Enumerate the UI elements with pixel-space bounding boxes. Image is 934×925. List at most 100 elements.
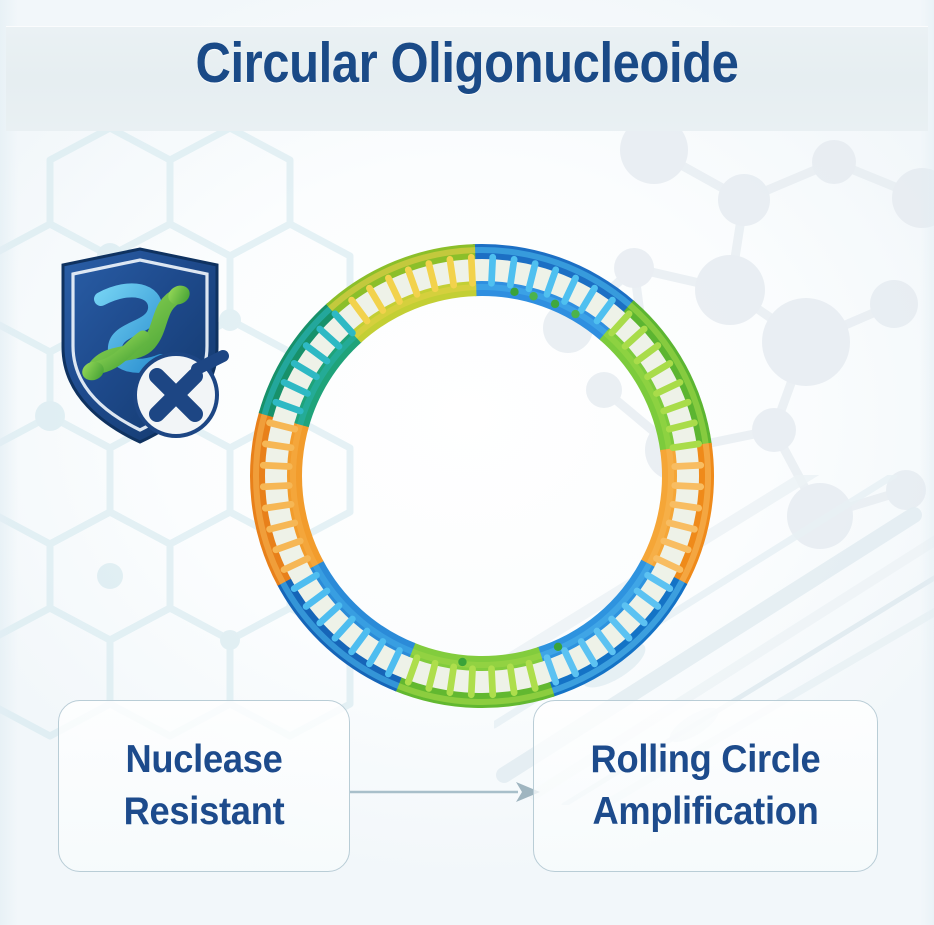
base-pair-rung [385,274,403,305]
outer-strand-highlight [627,302,709,446]
base-pair-rung [621,602,648,627]
base-pair-rung [593,296,616,325]
base-pair-rung [280,555,311,573]
base-pair-rung [561,647,579,678]
outer-strand [249,411,291,586]
base-pair-rung [660,537,692,554]
inner-strand [536,559,655,662]
inner-strand [309,559,416,658]
base-pair-rung [331,615,356,642]
base-pair-rung [259,461,293,470]
callout-line: Amplification [592,790,819,833]
inner-strand-highlight [538,562,652,659]
base-pair-rung [633,587,662,610]
inner-strand-highlight [474,284,609,337]
base-pair-rung [506,256,518,289]
base-pair-rung [653,379,684,397]
base-pair-rung [262,500,295,512]
inner-strand-highlight [352,284,477,339]
outer-strand-highlight [252,411,286,585]
base-pair-rung [561,274,579,305]
base-pair-rung [385,647,403,678]
base-pair-rung [665,419,698,433]
base-pair-rung [425,260,439,293]
base-pair-rung [644,360,674,381]
base-pair-rung [593,627,616,656]
base-pair-rung [506,663,518,696]
ring-accent-dot [458,657,467,667]
outer-strand-highlight [678,443,711,585]
dna-nodes-icon [82,285,190,381]
inner-strand-highlight [409,648,543,668]
ring-segment-green [599,300,712,452]
base-pair-rung [404,266,421,298]
nuclease-blocked-badge-icon [133,350,229,438]
circular-dna-ring [232,226,732,726]
inner-strand [640,448,677,569]
page-title: Circular Oligonucleoide [195,31,739,95]
nuclease-resistant-callout[interactable]: Nuclease Resistant [58,700,350,872]
base-pair-rung [272,537,304,554]
base-pair-rung [331,310,356,337]
inner-strand-highlight [645,448,674,567]
outer-strand [673,442,714,586]
outer-strand [326,244,476,316]
inner-strand-highlight [290,422,319,567]
base-pair-rung [266,519,299,533]
inner-strand-highlight [312,562,414,655]
outer-strand [623,300,712,447]
ring-segment-yellow [326,244,477,343]
inner-strand-highlight [603,330,673,451]
callout-line: Resistant [123,790,285,833]
ring-accent-dot [550,299,560,309]
callout-line: Nuclease [125,737,283,781]
outer-strand-highlight [328,247,476,311]
base-pair-rung [467,665,476,699]
base-pair-rung [577,284,598,314]
ring-segment-orange [249,411,324,586]
base-pair-rung [366,284,387,314]
ring-accent-dot [510,287,519,297]
base-pair-rung [262,440,295,452]
outer-strand-highlight [473,247,633,309]
base-pair-rung [425,659,439,692]
outer-strand-highlight [395,682,554,705]
ring-accent-dot [553,642,563,652]
base-pair-rung [671,482,705,491]
base-pair-rung [543,654,560,686]
base-pair-rung [608,615,633,642]
inner-strand [287,421,324,569]
outer-strand-highlight [261,305,334,416]
base-pair-rung [669,500,702,512]
ring-segment-blue [536,559,688,697]
base-pair-rung [348,296,371,325]
base-pair-rung [259,482,293,491]
base-pair-rung [488,665,497,699]
base-pair-rungs [259,253,705,699]
base-pair-rung [366,638,387,668]
base-pair-rung [543,266,560,298]
rolling-circle-amplification-label: Rolling Circle Amplification [534,734,877,839]
base-pair-rung [621,325,648,350]
base-pair-rung [290,360,320,381]
base-pair-rung [660,398,692,415]
base-pair-rung [644,571,674,592]
base-pair-rung [302,587,331,610]
base-pair-rung [653,555,684,573]
ring-accent-dot [529,292,538,301]
base-pair-rung [280,379,311,397]
rolling-circle-amplification-callout[interactable]: Rolling Circle Amplification [533,700,878,872]
base-pair-rung [488,253,497,287]
base-pair-rung [316,325,343,350]
base-pair-rung [633,342,662,365]
dna-strand-icon [85,283,187,379]
callout-line: Rolling Circle [590,737,821,781]
base-pair-rung [577,638,598,668]
nuclease-resistant-label: Nuclease Resistant [59,734,349,839]
base-pair-rung [290,571,320,592]
inner-strand-highlight [297,332,359,426]
base-pair-rung [669,440,702,452]
flow-arrow [350,782,540,802]
base-pair-rung [266,419,299,433]
